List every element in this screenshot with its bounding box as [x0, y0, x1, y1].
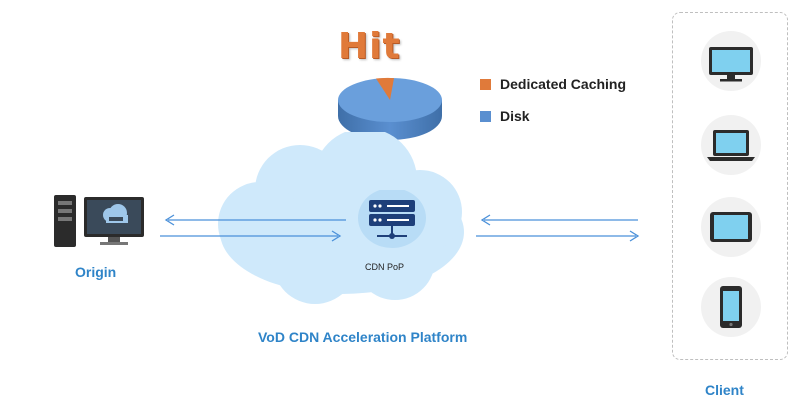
pie-title: Hit — [338, 26, 401, 67]
legend-item-dedicated-caching: Dedicated Caching — [480, 76, 626, 92]
pie-slice-dedicated-caching — [376, 77, 394, 100]
legend-label: Disk — [500, 108, 530, 124]
legend-label: Dedicated Caching — [500, 76, 627, 92]
client-label: Client — [705, 382, 744, 398]
monitor-icon — [701, 31, 761, 91]
tablet-icon — [701, 197, 761, 257]
server-icon — [358, 190, 426, 248]
cdn-pop-label: CDN PoP — [365, 262, 405, 272]
client-panel — [672, 12, 788, 360]
cdn-client-arrows — [476, 214, 640, 242]
phone-icon — [701, 277, 761, 337]
platform-label: VoD CDN Acceleration Platform — [258, 329, 468, 345]
origin-server-icon — [54, 195, 144, 247]
legend-swatch-blue — [480, 110, 491, 122]
origin-label: Origin — [75, 264, 117, 280]
legend-swatch-orange — [480, 78, 491, 90]
origin-cdn-arrows — [160, 214, 346, 242]
legend-item-disk: Disk — [480, 108, 530, 124]
laptop-icon — [701, 115, 761, 175]
hit-pie-chart — [338, 77, 442, 140]
